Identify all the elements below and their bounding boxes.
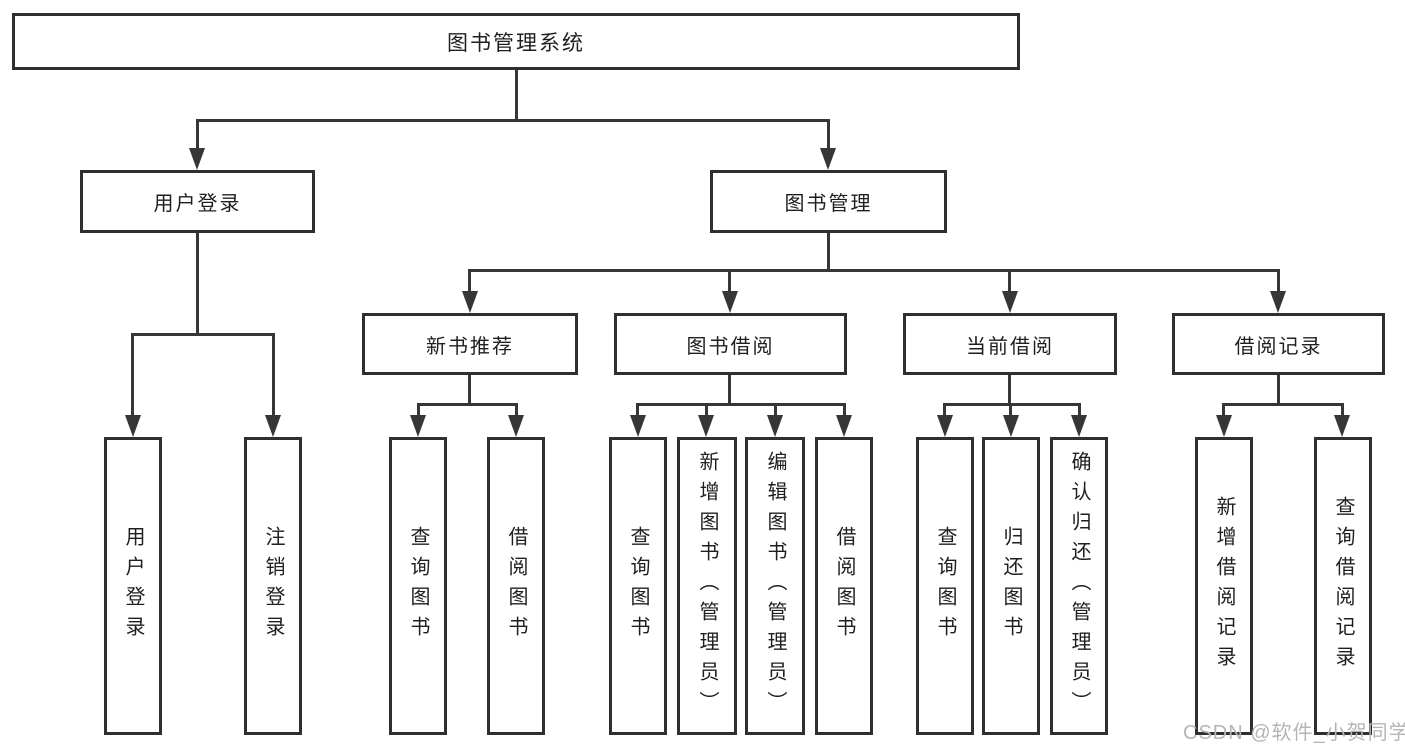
connector-line [196,119,199,150]
connector-line [774,403,777,417]
node-book-borrow: 图书借阅 [614,313,847,375]
connector-line [196,119,830,122]
connector-line [468,269,471,294]
leaf-logout-label: 注销登录 [262,526,284,646]
leaf-borrow-query-books-label: 查询图书 [627,526,649,646]
arrowhead-down-icon [820,148,836,170]
leaf-current-query-books-label: 查询图书 [934,526,956,646]
connector-line [196,233,199,335]
arrowhead-down-icon [1334,415,1350,437]
connector-line [1222,403,1343,406]
leaf-confirm-return-admin-label: 确认归还（管理员） [1068,451,1090,721]
connector-line [1277,269,1280,294]
connector-line [827,119,830,150]
leaf-current-query-books: 查询图书 [916,437,974,735]
connector-line [843,403,846,417]
arrowhead-down-icon [767,415,783,437]
connector-line [1341,403,1344,417]
node-book-management: 图书管理 [710,170,947,233]
arrowhead-down-icon [1071,415,1087,437]
connector-line [272,333,275,417]
arrowhead-down-icon [698,415,714,437]
node-library-system-root: 图书管理系统 [12,13,1020,70]
arrowhead-down-icon [836,415,852,437]
arrowhead-down-icon [937,415,953,437]
connector-line [1008,375,1011,405]
leaf-borrow-books: 借阅图书 [815,437,873,735]
connector-line [515,403,518,417]
leaf-recommend-borrow-books-label: 借阅图书 [505,526,527,646]
leaf-user-login-label: 用户登录 [122,526,144,646]
arrowhead-down-icon [508,415,524,437]
leaf-edit-books-admin: 编辑图书（管理员） [745,437,805,735]
connector-line [468,375,471,405]
leaf-add-borrow-record-label: 新增借阅记录 [1213,496,1235,676]
connector-line [1222,403,1225,417]
arrowhead-down-icon [265,415,281,437]
connector-line [515,70,518,120]
csdn-watermark: CSDN @软件_小贺同学 [1183,722,1405,744]
connector-line [1008,269,1011,294]
leaf-return-books: 归还图书 [982,437,1040,735]
leaf-logout: 注销登录 [244,437,302,735]
connector-line [131,333,134,417]
node-new-book-recommend: 新书推荐 [362,313,578,375]
leaf-add-books-admin-label: 新增图书（管理员） [696,451,718,721]
connector-line [1009,403,1012,417]
node-user-login: 用户登录 [80,170,315,233]
node-borrow-records: 借阅记录 [1172,313,1385,375]
leaf-query-borrow-record-label: 查询借阅记录 [1332,496,1354,676]
arrowhead-down-icon [462,291,478,313]
leaf-recommend-borrow-books: 借阅图书 [487,437,545,735]
leaf-recommend-query-books: 查询图书 [389,437,447,735]
leaf-add-borrow-record: 新增借阅记录 [1195,437,1253,735]
connector-line [417,403,420,417]
leaf-borrow-query-books: 查询图书 [609,437,667,735]
arrowhead-down-icon [1003,415,1019,437]
leaf-add-books-admin: 新增图书（管理员） [677,437,737,735]
connector-line [943,403,946,417]
connector-line [131,333,275,336]
node-current-borrow: 当前借阅 [903,313,1117,375]
connector-line [636,403,846,406]
leaf-recommend-query-books-label: 查询图书 [407,526,429,646]
connector-line [728,375,731,405]
connector-line [1078,403,1081,417]
leaf-confirm-return-admin: 确认归还（管理员） [1050,437,1108,735]
arrowhead-down-icon [722,291,738,313]
connector-line [468,269,1280,272]
connector-line [827,233,830,271]
arrowhead-down-icon [1270,291,1286,313]
arrowhead-down-icon [630,415,646,437]
arrowhead-down-icon [125,415,141,437]
connector-line [943,403,1081,406]
arrowhead-down-icon [410,415,426,437]
arrowhead-down-icon [1216,415,1232,437]
leaf-return-books-label: 归还图书 [1000,526,1022,646]
connector-line [417,403,518,406]
leaf-borrow-books-label: 借阅图书 [833,526,855,646]
connector-line [636,403,639,417]
arrowhead-down-icon [1002,291,1018,313]
connector-line [1277,375,1280,405]
arrowhead-down-icon [189,148,205,170]
leaf-query-borrow-record: 查询借阅记录 [1314,437,1372,735]
leaf-edit-books-admin-label: 编辑图书（管理员） [764,451,786,721]
connector-line [705,403,708,417]
leaf-user-login: 用户登录 [104,437,162,735]
connector-line [728,269,731,294]
